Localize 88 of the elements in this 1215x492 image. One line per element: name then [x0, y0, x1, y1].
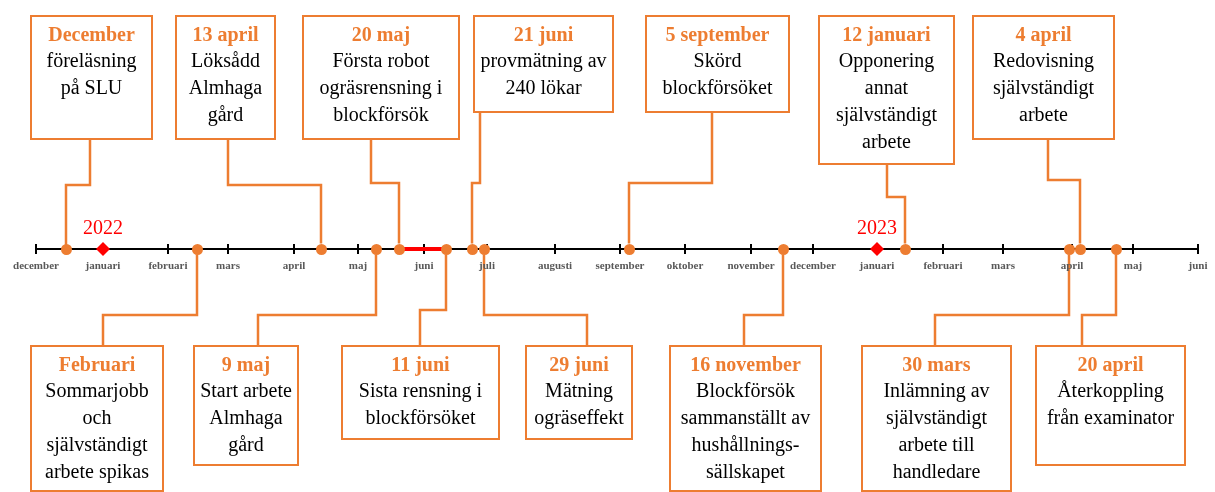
event-date: Februari	[57, 352, 137, 377]
month-label: mars	[991, 259, 1015, 271]
event-description: Sommarjobb och självständigt arbete spikas	[44, 378, 150, 485]
event-date: 20 maj	[350, 22, 412, 47]
leader-line	[885, 165, 907, 244]
month-label: mars	[216, 259, 240, 271]
month-label: maj	[1123, 259, 1143, 271]
leader-line	[101, 254, 199, 345]
event-box	[341, 345, 500, 440]
event-description: provmätning av 240 lökar	[479, 48, 608, 100]
event-description: Inlämning av självständigt arbete till handledare	[882, 378, 991, 484]
event-description: föreläsning på SLU	[45, 48, 138, 101]
event-box	[645, 15, 790, 113]
event-box	[175, 15, 276, 140]
month-label: september	[595, 259, 645, 271]
month-label: augusti	[537, 259, 573, 271]
month-label: juni	[1188, 259, 1208, 271]
event-date: 4 april	[1014, 22, 1073, 47]
timeline-dot	[899, 243, 911, 255]
timeline-dot	[393, 243, 405, 255]
event-date: 20 april	[1076, 352, 1145, 377]
event-box	[972, 15, 1115, 140]
leader-line	[482, 254, 589, 345]
year-label: 2023	[857, 216, 897, 239]
event-description: Start arbete Almhaga gård	[199, 378, 293, 458]
timeline-dot	[370, 243, 382, 255]
leader-line	[742, 254, 785, 345]
event-date: 30 mars	[901, 352, 972, 377]
timeline-dot	[1063, 243, 1075, 255]
timeline-dot	[1074, 243, 1086, 255]
event-date: 13 april	[191, 22, 260, 47]
event-description: Första robot ogräsrensning i blockförsök	[318, 48, 444, 127]
event-box	[30, 15, 153, 140]
event-date: 5 september	[664, 22, 771, 47]
month-label: november	[727, 259, 775, 271]
leader-line	[226, 140, 323, 244]
leader-line	[418, 254, 448, 345]
month-label: oktober	[666, 259, 704, 271]
timeline-dot	[478, 243, 490, 255]
month-label: februari	[148, 259, 188, 271]
month-label: december	[13, 259, 59, 271]
event-description: Löksådd Almhaga gård	[187, 48, 264, 128]
event-date: 29 juni	[548, 352, 610, 377]
leader-line	[256, 254, 378, 345]
event-date: 9 maj	[220, 352, 272, 377]
leader-line	[1080, 254, 1118, 345]
event-date: 12 januari	[841, 22, 932, 47]
event-description: Blockförsök sammanställt av hushållnings- sällskapet	[679, 378, 812, 485]
leader-line	[627, 113, 714, 244]
timeline-dot	[60, 243, 72, 255]
event-box	[30, 345, 164, 492]
month-label: januari	[85, 259, 121, 271]
event-date: 16 november	[689, 352, 802, 377]
timeline-dot	[191, 243, 203, 255]
month-label: februari	[923, 259, 963, 271]
leader-line	[470, 113, 482, 244]
event-date: 11 juni	[390, 352, 451, 377]
month-label: juni	[414, 259, 434, 271]
event-description: Opponering annat självständigt arbete	[834, 48, 939, 154]
event-box	[861, 345, 1012, 492]
event-box	[193, 345, 299, 466]
month-label: december	[790, 259, 836, 271]
timeline-dot	[440, 243, 452, 255]
timeline-dot	[777, 243, 789, 255]
event-box	[669, 345, 822, 492]
leader-line	[369, 140, 401, 244]
event-description: Redovisning självständigt arbete	[991, 48, 1096, 127]
event-box	[818, 15, 955, 165]
event-date: 21 juni	[512, 22, 575, 47]
event-description: Återkoppling från examinator	[1045, 378, 1176, 430]
leader-line	[1046, 140, 1082, 244]
timeline-dot	[1110, 243, 1122, 255]
event-box	[302, 15, 460, 140]
year-label: 2022	[83, 216, 123, 239]
event-box	[473, 15, 614, 113]
event-box	[1035, 345, 1186, 466]
timeline-dot	[466, 243, 478, 255]
month-label: januari	[859, 259, 895, 271]
timeline-dot	[623, 243, 635, 255]
timeline-dot	[315, 243, 327, 255]
leader-line	[933, 254, 1071, 345]
event-description: Skörd blockförsöket	[661, 48, 774, 100]
month-label: maj	[348, 259, 368, 271]
event-description: Mätning ogräseffekt	[533, 378, 625, 431]
event-box	[525, 345, 633, 440]
event-description: Sista rensning i blockförsöket	[357, 378, 484, 430]
event-date: December	[47, 22, 136, 47]
month-label: april	[282, 259, 306, 271]
